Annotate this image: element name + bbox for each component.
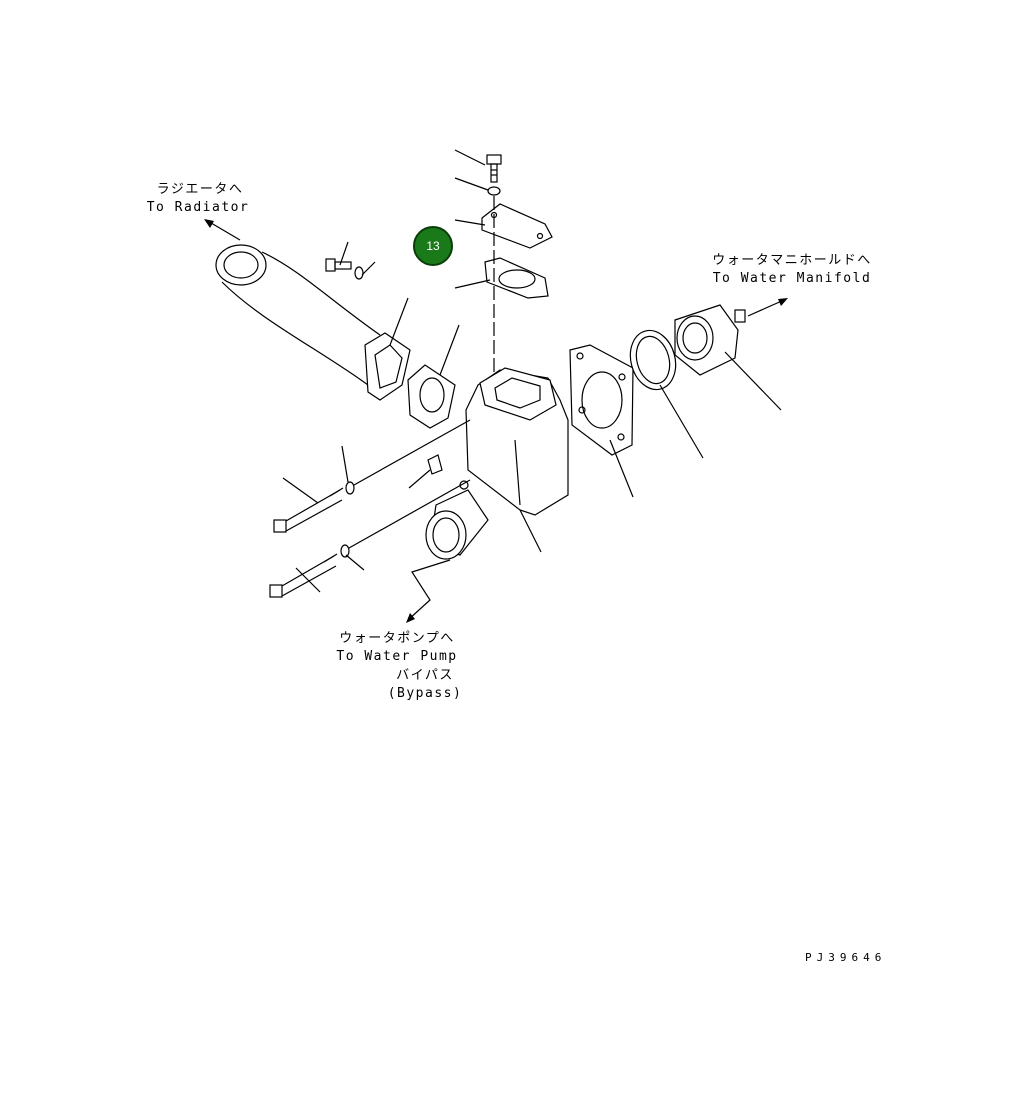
radiator-pipe <box>215 244 381 386</box>
top-gasket <box>484 257 549 299</box>
side-gasket <box>569 344 634 456</box>
radiator-label-jp: ラジエータへ <box>156 182 244 197</box>
cover-plate <box>481 203 553 249</box>
leader-lines <box>282 149 782 593</box>
pump-label-en: To Water Pump <box>336 649 458 664</box>
pipe-flange <box>364 332 411 401</box>
pipe-bolt <box>325 258 352 272</box>
manifold-label-en: To Water Manifold <box>712 271 872 286</box>
seal-ring <box>629 329 677 391</box>
flow-arrows <box>204 219 788 623</box>
flange-gasket <box>407 364 456 429</box>
bypass-label-en: (Bypass) <box>387 686 463 701</box>
callout-badge[interactable]: 13 <box>413 226 453 266</box>
drain-plug <box>427 454 443 475</box>
top-bolt <box>486 154 502 183</box>
top-washer <box>487 186 501 196</box>
manifold-label-jp: ウォータマニホールドへ <box>712 253 872 268</box>
bypass-label-jp: バイパス <box>396 668 454 683</box>
long-bolt-upper <box>273 487 344 533</box>
thermostat-housing <box>425 367 569 560</box>
pump-label-jp: ウォータポンプへ <box>339 631 455 646</box>
drawing-id: PJ39646 <box>805 951 887 964</box>
thermostat <box>674 304 746 376</box>
radiator-label-en: To Radiator <box>146 200 250 215</box>
